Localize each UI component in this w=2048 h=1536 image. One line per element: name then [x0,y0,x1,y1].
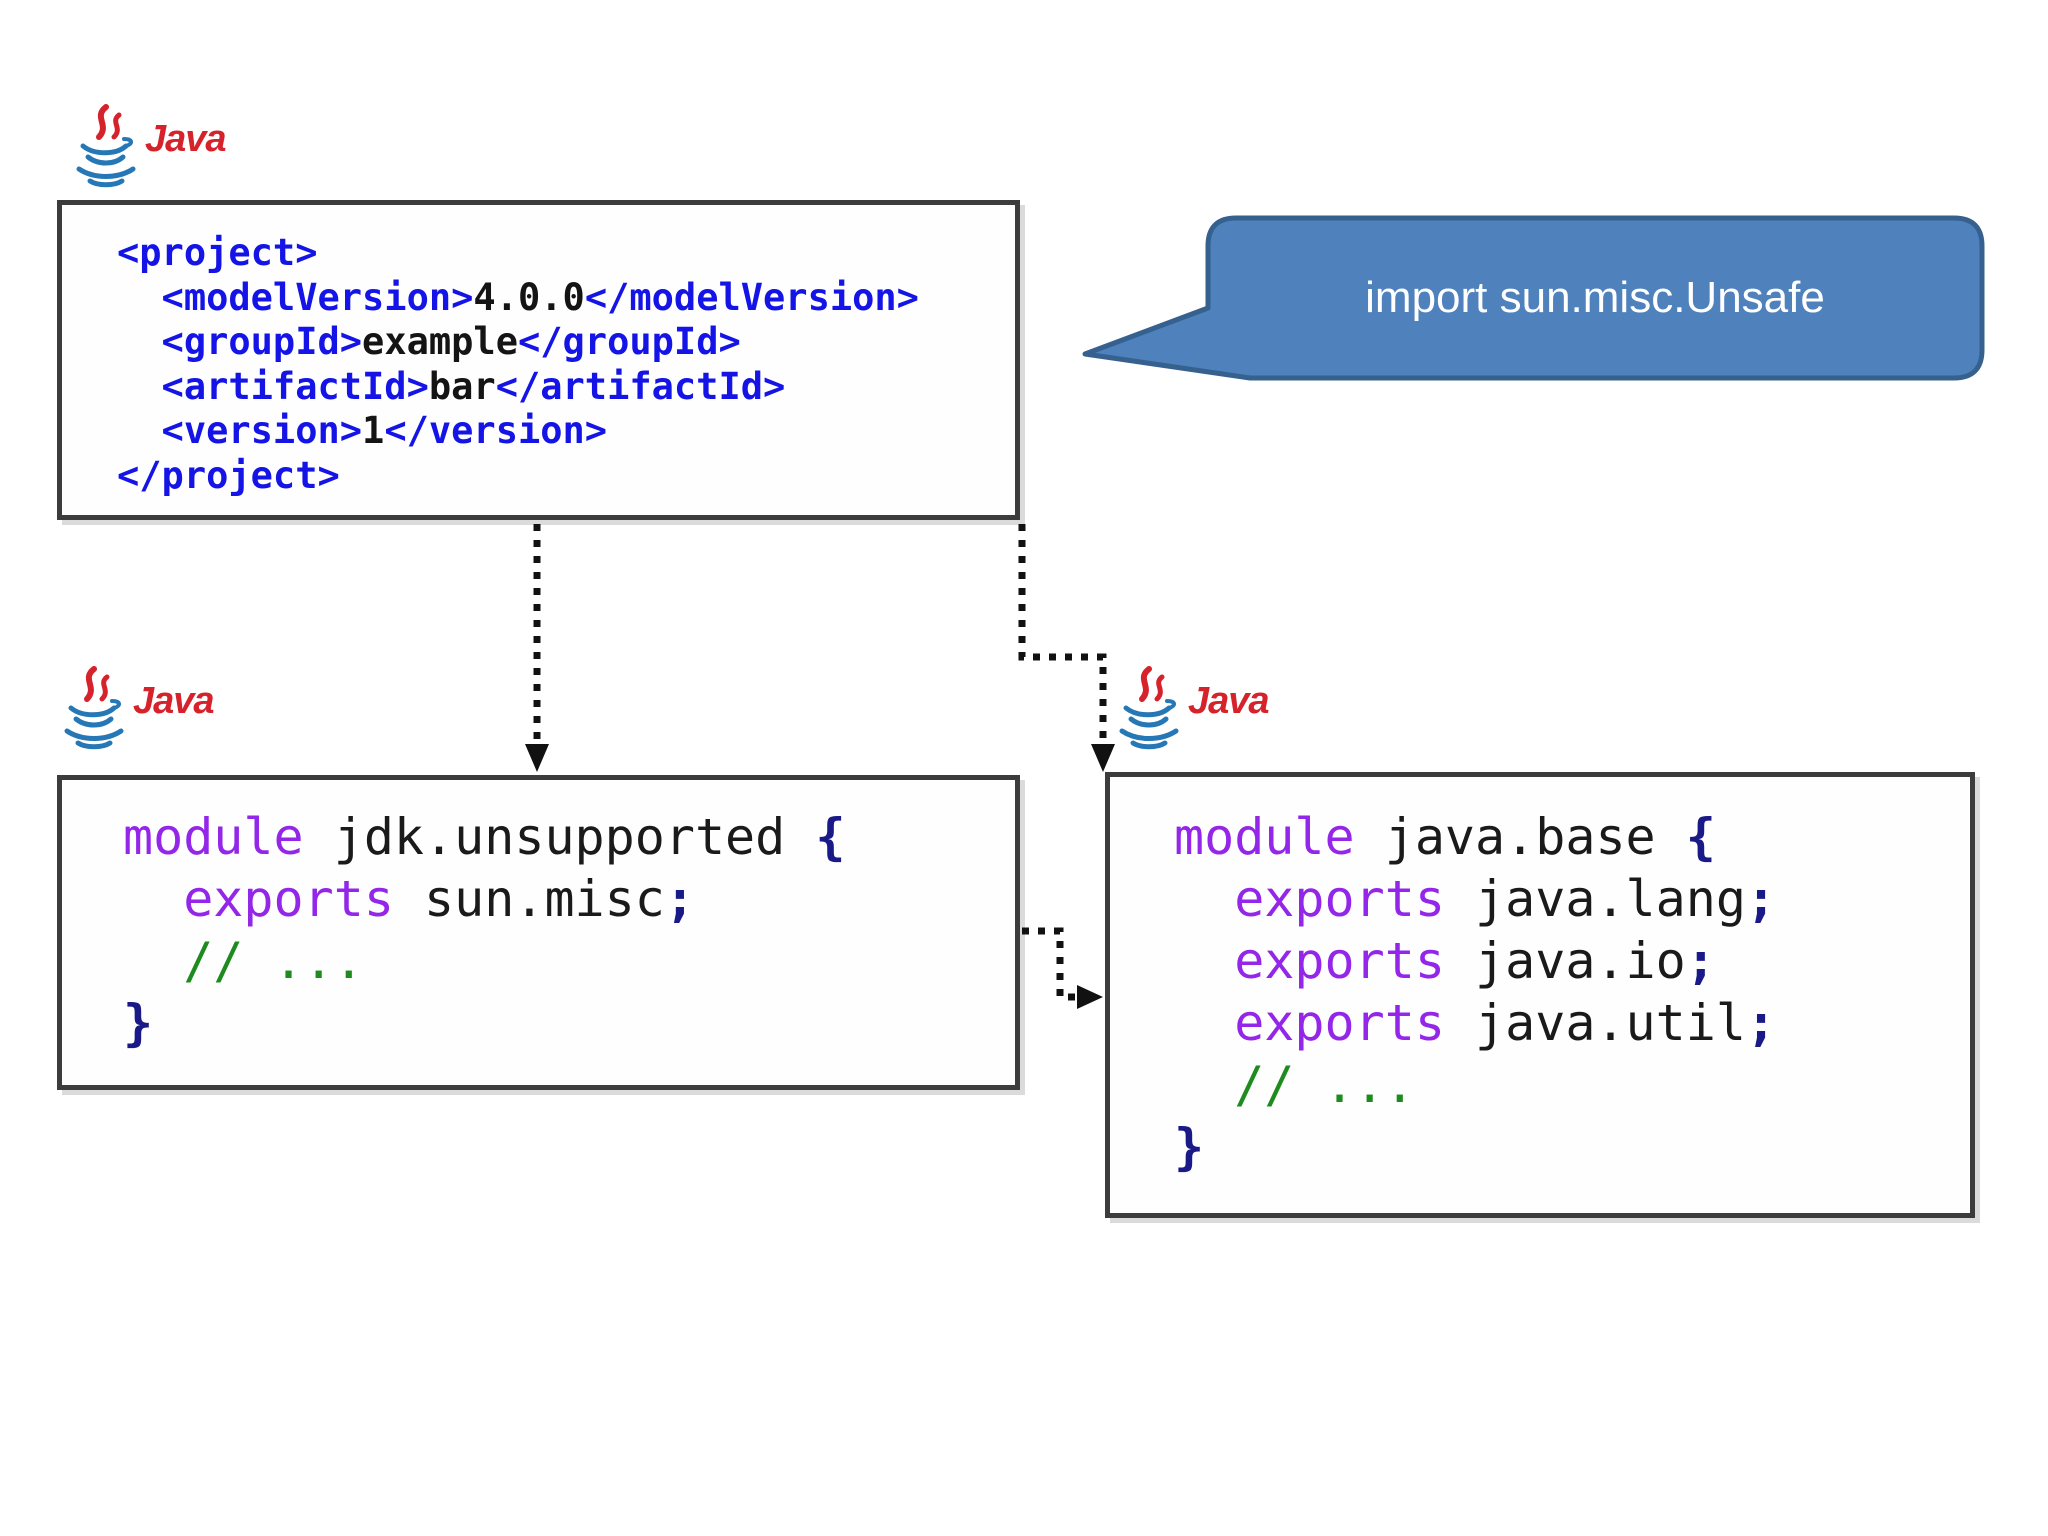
code-token: exports [123,870,394,928]
java-logo-label: Java [145,117,227,160]
code-token: ; [1745,870,1777,928]
arrow-pom-to-java-base [1018,524,1107,744]
java-logo: Java [63,666,215,752]
callout-bubble-shape [1082,215,1985,381]
code-token: { [815,808,846,866]
java-logo: Java [75,104,227,190]
code-token: { [1685,808,1716,866]
code-token: 4.0.0 [473,275,585,319]
code-line: module java.base { [1174,806,1970,868]
java-logo-label: Java [1188,679,1270,722]
code-token: </artifactId> [495,364,786,408]
code-line: <groupId>example</groupId> [117,320,1015,365]
code-token: <version> [117,409,363,452]
code-token: </version> [384,409,608,452]
arrowhead-right-icon [1077,985,1103,1009]
code-token: sun.misc [393,870,665,928]
code-token: jdk.unsupported [303,808,816,866]
code-token: </project> [117,453,340,497]
arrow-jdk-unsupported-to-java-base [1022,927,1078,1001]
code-line: // ... [1174,1054,1970,1116]
pom-xml-box: <project> <modelVersion>4.0.0</modelVers… [57,200,1020,520]
code-token: exports [1174,870,1445,928]
code-token: 1 [362,409,385,452]
code-line: exports java.lang; [1174,868,1970,930]
code-line: } [123,992,1015,1054]
code-token: } [123,994,154,1052]
callout-import-unsafe-text: import sun.misc.Unsafe [1365,273,1825,322]
code-token: module [123,808,304,866]
code-line: exports sun.misc; [123,868,1015,930]
code-token: </modelVersion> [584,275,919,319]
module-jdk-unsupported-box: module jdk.unsupported { exports sun.mis… [57,775,1020,1090]
code-token: } [1174,1118,1205,1176]
code-line: <version>1</version> [117,409,1015,454]
code-line: <project> [117,231,1015,276]
code-token: <artifactId> [117,364,429,408]
code-token: ; [1685,932,1716,990]
arrowhead-down-icon [1091,744,1115,772]
code-token: exports [1174,994,1445,1052]
code-token: <project> [117,231,318,274]
code-line: exports java.util; [1174,992,1970,1054]
code-token: exports [1174,932,1445,990]
module-java-base-box: module java.base { exports java.lang; ex… [1105,772,1975,1218]
code-line: </project> [117,454,1015,499]
code-token: bar [428,364,496,408]
code-token: java.io [1444,932,1686,990]
code-token: java.util [1444,994,1746,1052]
code-token: // ... [1174,1056,1415,1114]
java-cup-icon [76,104,136,188]
code-line: } [1174,1116,1970,1178]
code-line: exports java.io; [1174,930,1970,992]
arrowhead-down-icon [525,744,549,772]
code-token: <modelVersion> [117,275,474,319]
java-logo: Java [1118,666,1270,752]
code-line: <artifactId>bar</artifactId> [117,365,1015,410]
code-token: ; [1745,994,1777,1052]
code-token: module [1174,808,1355,866]
code-token: // ... [123,932,364,990]
code-token: java.base [1354,808,1686,866]
code-line: // ... [123,930,1015,992]
java-cup-icon [64,666,124,750]
code-token: <groupId> [117,320,363,363]
code-token: example [362,320,518,363]
code-token: </groupId> [517,320,741,363]
code-token: java.lang [1444,870,1746,928]
code-line: module jdk.unsupported { [123,806,1015,868]
code-token: ; [664,870,695,928]
code-line: <modelVersion>4.0.0</modelVersion> [117,276,1015,321]
java-cup-icon [1119,666,1179,750]
java-logo-label: Java [133,679,215,722]
